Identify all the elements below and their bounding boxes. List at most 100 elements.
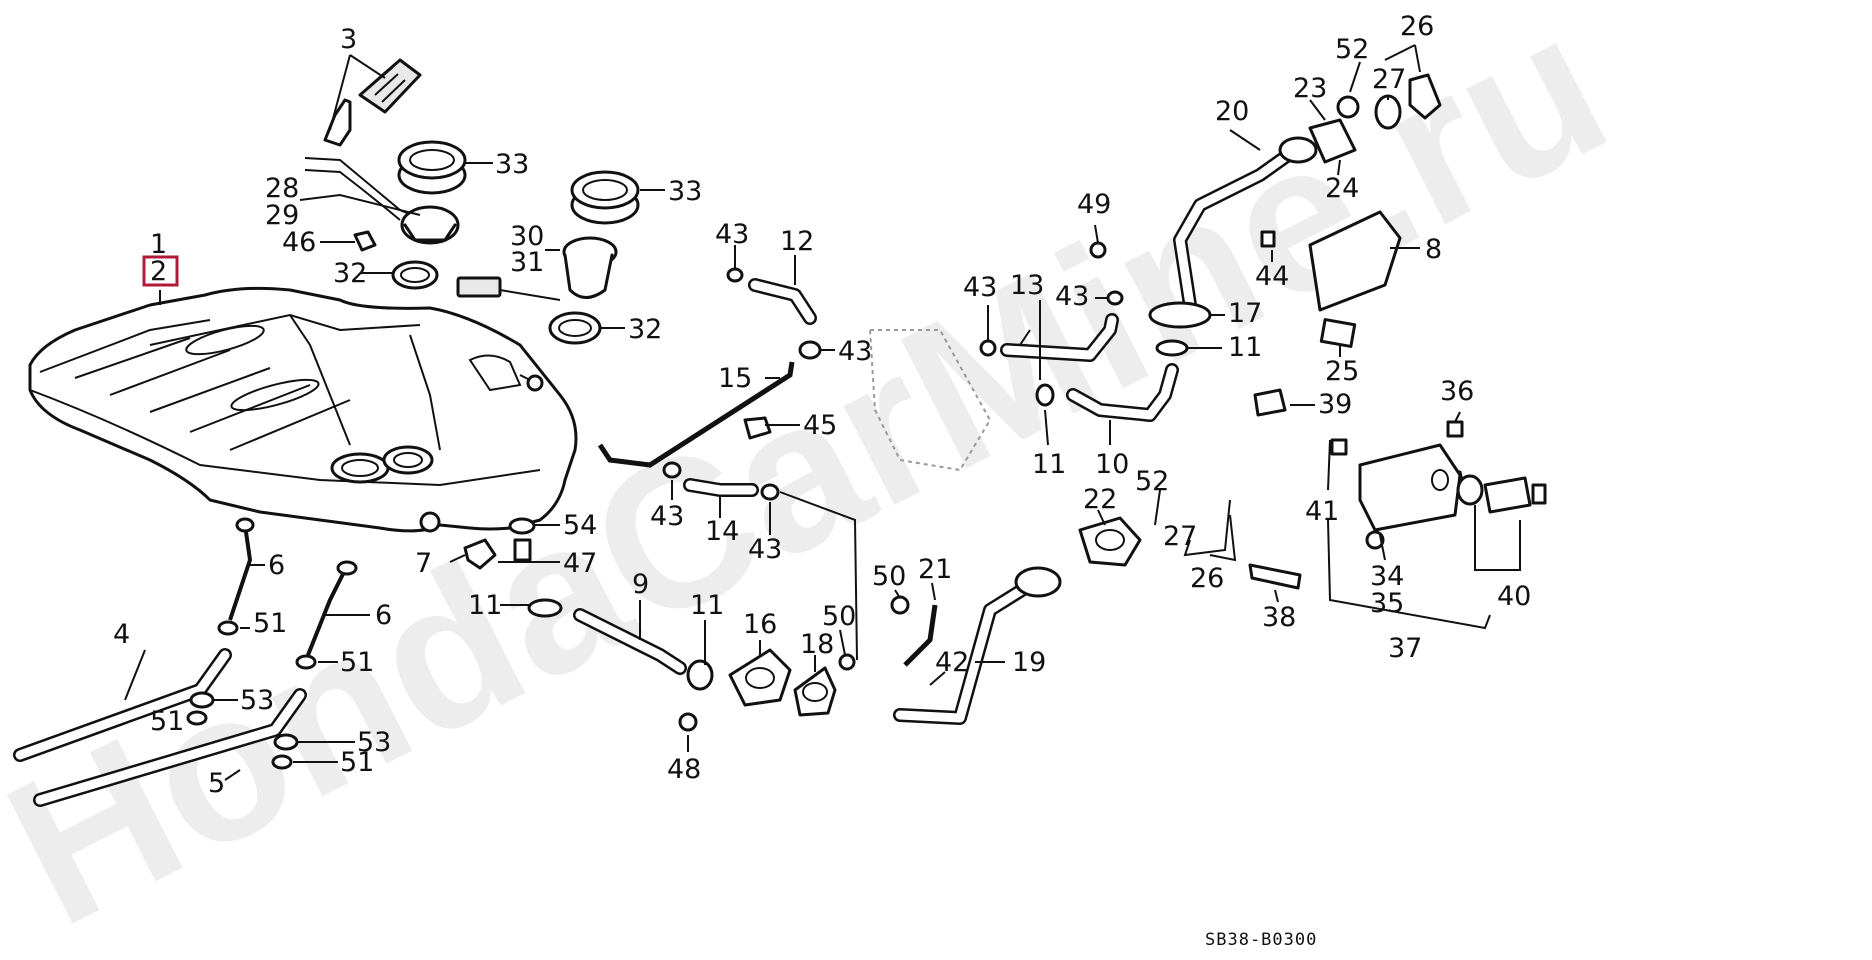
label-15: 15 (718, 363, 752, 394)
bolts[interactable] (678, 241, 1107, 732)
label-29: 29 (265, 200, 299, 231)
label-10: 10 (1095, 449, 1129, 480)
label-38: 38 (1262, 602, 1296, 633)
label-45: 45 (803, 410, 837, 441)
label-16: 16 (743, 609, 777, 640)
label-25: 25 (1325, 356, 1359, 387)
flange-22[interactable] (1078, 516, 1142, 567)
flange-16[interactable] (728, 648, 792, 707)
fuel-tank[interactable] (28, 286, 578, 533)
drain-bolt-parts[interactable] (463, 517, 536, 570)
label-43e: 43 (963, 272, 997, 303)
part-labels: 1 2 3 4 5 6 6 7 8 9 10 11 11 11 11 12 13… (113, 11, 1531, 799)
label-53a: 53 (240, 685, 274, 716)
label-47: 47 (563, 548, 597, 579)
tank-strap-4[interactable] (13, 648, 232, 762)
label-32a: 32 (333, 258, 367, 289)
label-7: 7 (415, 548, 432, 579)
label-48: 48 (667, 754, 701, 785)
label-31: 31 (510, 247, 544, 278)
gasket-32b[interactable] (548, 311, 602, 345)
label-51a: 51 (253, 608, 287, 639)
label-33b: 33 (668, 176, 702, 207)
label-33a: 33 (495, 149, 529, 180)
label-20: 20 (1215, 96, 1249, 127)
engine-background (868, 329, 992, 472)
hose-12[interactable] (748, 278, 817, 325)
label-40: 40 (1497, 581, 1531, 612)
filler-pipe-19[interactable] (893, 566, 1062, 725)
label-23: 23 (1293, 73, 1327, 104)
label-52b: 52 (1135, 466, 1169, 497)
clamps-43[interactable] (662, 267, 1124, 501)
leader-lines (124, 44, 1521, 781)
label-17: 17 (1228, 298, 1262, 329)
clamps-11[interactable] (527, 339, 1189, 691)
label-43c: 43 (650, 501, 684, 532)
label-35: 35 (1370, 588, 1404, 619)
label-5: 5 (208, 768, 225, 799)
flange-18[interactable] (793, 666, 837, 717)
label-4: 4 (113, 619, 130, 650)
fuel-pump[interactable] (456, 236, 618, 301)
grommet-46[interactable] (353, 230, 377, 252)
label-43b: 43 (838, 336, 872, 367)
hose-9[interactable] (573, 608, 687, 675)
filler-pipe-20[interactable] (1173, 136, 1318, 312)
hose-13[interactable] (1000, 313, 1119, 362)
strap-bolt-6a[interactable] (228, 517, 255, 621)
strap-bolt-6b[interactable] (306, 560, 358, 656)
label-54: 54 (563, 510, 597, 541)
tank-strap-5[interactable] (33, 688, 307, 807)
grommet-17[interactable] (1148, 301, 1212, 329)
label-42: 42 (935, 647, 969, 678)
tank-ring-33a[interactable] (397, 140, 467, 195)
label-11c: 11 (1228, 332, 1262, 363)
lock-cylinder-40[interactable] (1456, 474, 1547, 514)
fuel-lid-34[interactable] (1358, 443, 1462, 532)
label-51c: 51 (150, 706, 184, 737)
label-32b: 32 (628, 314, 662, 345)
tank-ring-33b[interactable] (570, 170, 640, 225)
clip-44[interactable] (1260, 230, 1276, 248)
hose-14[interactable] (683, 478, 759, 497)
hose-10[interactable] (1066, 363, 1179, 422)
label-43d: 43 (748, 534, 782, 565)
protector-8[interactable] (1308, 210, 1402, 312)
label-1: 1 (150, 229, 167, 260)
label-39: 39 (1318, 389, 1352, 420)
label-27b: 27 (1163, 521, 1197, 552)
gasket-32a[interactable] (391, 260, 439, 290)
label-41: 41 (1305, 496, 1339, 527)
clip-45[interactable] (743, 416, 772, 440)
label-11a: 11 (468, 590, 502, 621)
label-26b: 26 (1190, 563, 1224, 594)
fuel-gauge-unit[interactable] (304, 157, 460, 245)
label-25[interactable] (1319, 318, 1357, 348)
fuel-filter[interactable] (323, 58, 422, 147)
label-50b: 50 (822, 601, 856, 632)
label-11b: 11 (690, 590, 724, 621)
vent-pipe-15[interactable] (597, 361, 795, 468)
label-2: 2 (150, 256, 167, 287)
label-3: 3 (340, 24, 357, 55)
diagram-code: SB38-B0300 (1205, 930, 1317, 950)
label-52a: 52 (1335, 34, 1369, 65)
label-13: 13 (1010, 270, 1044, 301)
nuts-and-washers[interactable] (186, 620, 317, 770)
bracket-21[interactable] (903, 604, 938, 667)
label-49: 49 (1077, 189, 1111, 220)
label-11d: 11 (1032, 449, 1066, 480)
label-26a: 26 (1400, 11, 1434, 42)
label-46: 46 (282, 227, 316, 258)
label-51d: 51 (340, 747, 374, 778)
label-37: 37 (1388, 633, 1422, 664)
label-43a: 43 (715, 219, 749, 250)
latch-parts[interactable] (1248, 388, 1464, 590)
label-18: 18 (800, 629, 834, 660)
label-30: 30 (510, 221, 544, 252)
label-27a: 27 (1372, 64, 1406, 95)
label-12: 12 (780, 226, 814, 257)
label-19: 19 (1012, 647, 1046, 678)
